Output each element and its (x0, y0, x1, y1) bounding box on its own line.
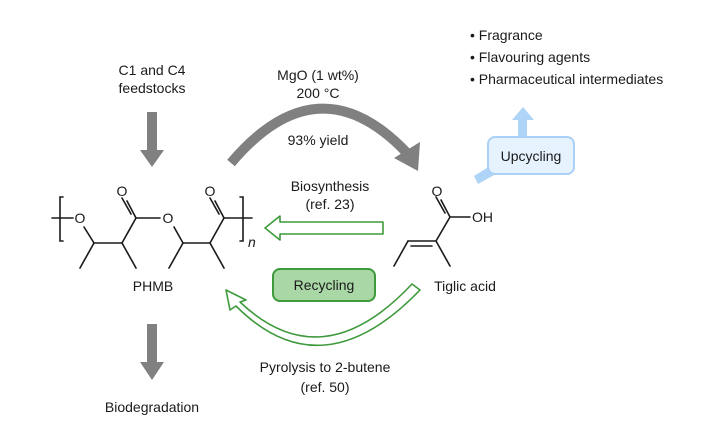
phmb-atom-o2: O (163, 210, 174, 226)
phmb-label: PHMB (132, 278, 174, 294)
phmb-atom-o-carbonyl-2: O (205, 183, 216, 199)
yield-label: 93% yield (287, 132, 349, 148)
catalysis-conditions: MgO (1 wt%) 200 °C (277, 66, 359, 102)
biosynthesis-label: Biosynthesis (ref. 23) (291, 177, 370, 213)
upcycling-box: Upcycling (487, 136, 575, 175)
phmb-subscript-n: n (248, 234, 256, 250)
application-item: • Flavouring agents (470, 46, 663, 68)
catalyst-label: MgO (1 wt%) (277, 67, 359, 83)
recycling-arc-arrow (225, 283, 421, 347)
biodegradation-label: Biodegradation (104, 399, 200, 415)
tiglic-acid-label: Tiglic acid (434, 278, 496, 294)
feedstock-label: C1 and C4 feedstocks (119, 61, 186, 97)
tiglic-atom-oh: OH (472, 209, 493, 225)
biosynthesis-line-1: Biosynthesis (290, 178, 370, 194)
application-item: • Fragrance (470, 24, 663, 46)
application-text: Pharmaceutical intermediates (478, 71, 664, 87)
biodegradation-down-arrow (140, 324, 164, 380)
temperature-label: 200 °C (296, 85, 340, 101)
application-list: • Fragrance • Flavouring agents • Pharma… (470, 24, 663, 90)
recycling-label: Recycling (293, 277, 355, 293)
bullet-icon: • (470, 27, 475, 43)
pyrolysis-line-1: Pyrolysis to 2-butene (259, 359, 391, 375)
phmb-structure (51, 196, 253, 269)
feedstock-line-1: C1 and C4 (118, 62, 186, 78)
bullet-icon: • (470, 71, 475, 87)
feedstock-down-arrow (140, 112, 164, 167)
upcycling-label: Upcycling (500, 147, 562, 164)
application-item: • Pharmaceutical intermediates (470, 68, 663, 90)
biosynthesis-ref: (ref. 23) (305, 196, 355, 212)
biosynthesis-arrow (264, 215, 384, 241)
tiglic-atom-o: O (432, 183, 443, 199)
tiglic-acid-structure (393, 196, 471, 267)
application-text: Flavouring agents (478, 49, 591, 65)
pyrolysis-label: Pyrolysis to 2-butene (ref. 50) (260, 358, 391, 396)
pyrolysis-ref: (ref. 50) (300, 379, 350, 395)
phmb-atom-o-carbonyl-1: O (117, 183, 128, 199)
application-text: Fragrance (478, 27, 543, 43)
bullet-icon: • (470, 49, 475, 65)
feedstock-line-2: feedstocks (118, 80, 186, 96)
recycling-box: Recycling (272, 268, 376, 302)
depolymerization-arc-arrow (227, 103, 420, 171)
phmb-atom-o1: O (75, 210, 86, 226)
